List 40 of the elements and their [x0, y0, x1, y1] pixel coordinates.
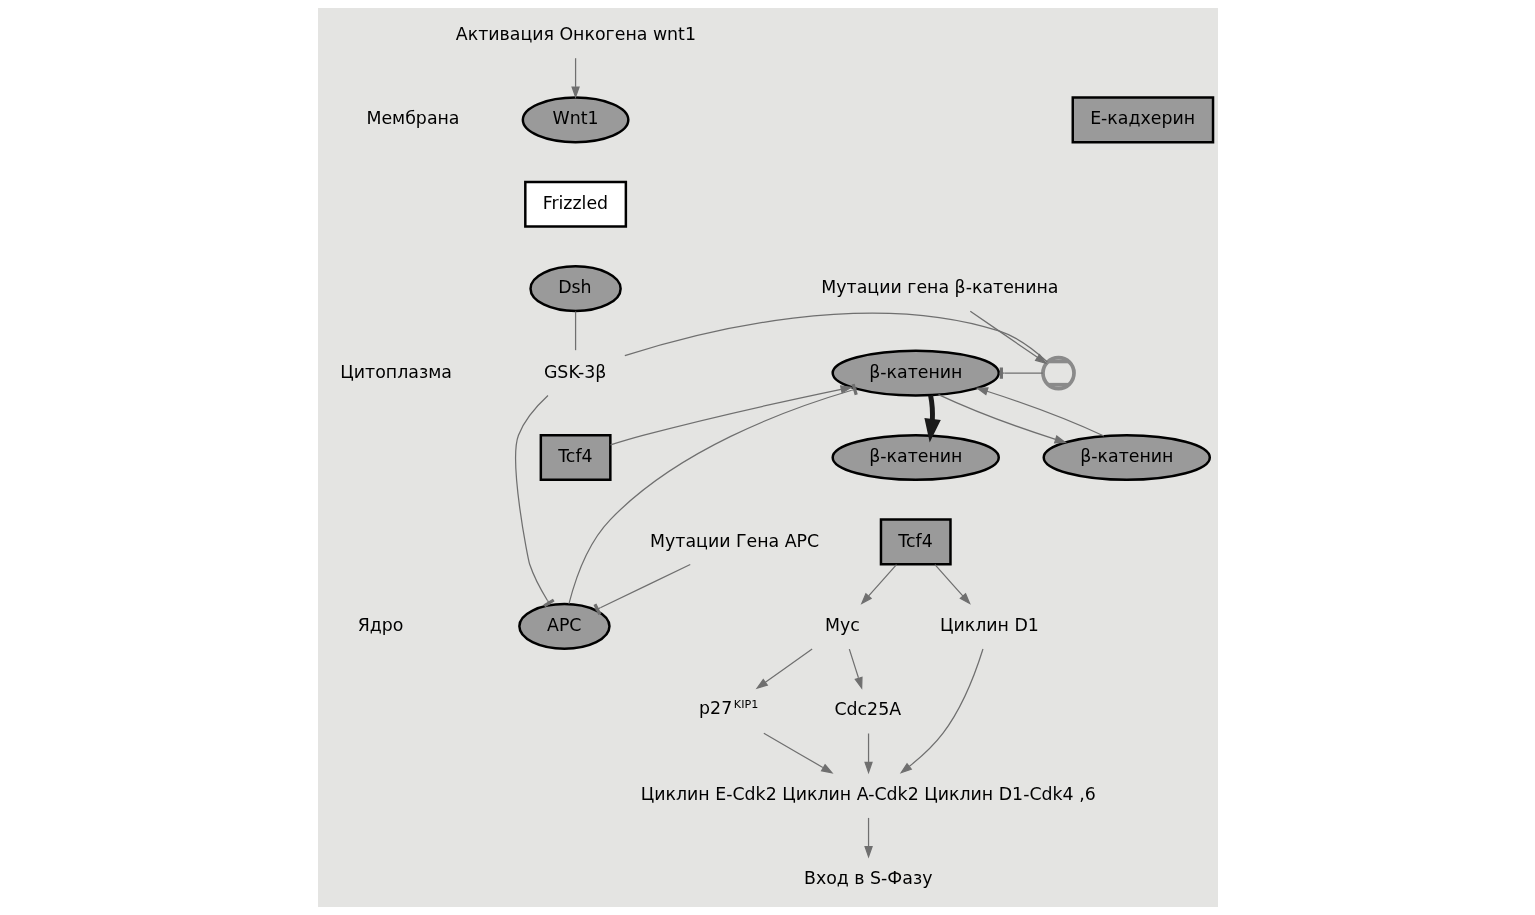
node-text: Циклин E-Cdk2 Циклин A-Cdk2 Циклин D1-Cdk4 ,6 — [640, 783, 1096, 804]
node-ellipse: Wnt1 — [521, 96, 630, 144]
arrow — [975, 387, 1105, 437]
arrow — [923, 395, 941, 443]
node-text: Мутации гена β-катенина — [820, 277, 1058, 298]
arrow — [899, 648, 984, 774]
arrow — [762, 732, 834, 774]
label: Ядро — [357, 614, 403, 635]
connector — [592, 563, 691, 615]
connector — [623, 312, 1048, 363]
node-text: Мутации Гена APC — [649, 530, 819, 551]
arrow — [755, 648, 813, 690]
connector — [514, 394, 555, 608]
node-text: p27$^{KIP1}$ — [698, 697, 758, 719]
node-box: Tcf4 — [879, 518, 952, 566]
node-text: Вход в S-Фазу — [803, 868, 932, 889]
label: Цитоплазма — [339, 361, 452, 382]
node-text: GSK-3β — [543, 361, 606, 382]
arrow — [860, 564, 897, 605]
arrow — [863, 732, 873, 775]
node-box: E-кадхерин — [1071, 96, 1214, 144]
node-ellipse: β-катенин — [830, 433, 1000, 482]
arrow — [609, 385, 853, 446]
node-text: Cdc25A — [833, 699, 901, 720]
node-box: Tcf4 — [539, 433, 612, 482]
arrow — [848, 648, 863, 690]
node-text: Активация Онкогена wnt1 — [455, 24, 696, 45]
node-text: Циклин D1 — [939, 614, 1039, 635]
connector — [574, 310, 576, 351]
label: Мембрана — [365, 108, 460, 129]
arrow — [933, 564, 971, 605]
arrow — [937, 393, 1067, 444]
node-cross — [1040, 355, 1076, 391]
arrow — [969, 310, 1047, 365]
node-box: Frizzled — [523, 180, 627, 228]
connector — [567, 383, 858, 605]
arrow — [570, 57, 580, 99]
node-ellipse: Dsh — [528, 265, 622, 313]
arrow — [863, 817, 873, 859]
node-text: Myc — [824, 614, 860, 635]
